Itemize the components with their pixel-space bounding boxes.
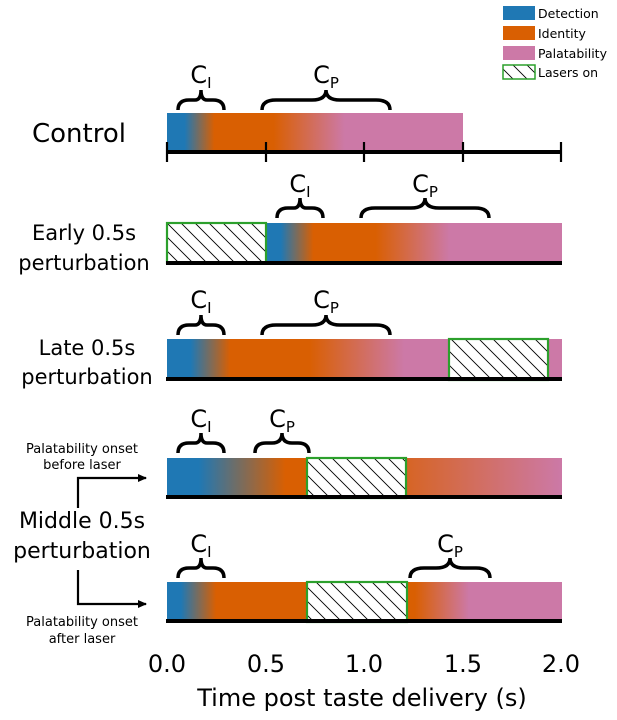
identity-brace <box>176 432 226 454</box>
legend-swatch-palatability <box>503 46 535 60</box>
row-late-perturbation: Late 0.5s perturbation CI CP <box>21 286 562 389</box>
legend-swatch-identity <box>503 26 535 40</box>
axis-tick-label: 2.0 <box>542 650 580 678</box>
identity-brace <box>275 197 325 219</box>
palatability-brace <box>408 557 492 579</box>
palatability-brace-label: CP <box>313 286 339 317</box>
legend-label-lasers-on: Lasers on <box>538 65 598 80</box>
legend-swatch-detection <box>503 6 535 20</box>
palatability-brace-label: CP <box>313 61 339 92</box>
arrow-to-before-row <box>76 474 147 508</box>
laser-block <box>165 221 268 265</box>
row-middle-onset-after-laser: CI CP <box>166 530 562 624</box>
condition-label-late-line1: Late 0.5s <box>39 336 136 360</box>
onset-after-laser-line2: after laser <box>49 632 116 647</box>
axis-title: Time post taste delivery (s) <box>196 684 526 712</box>
state-bar <box>167 113 463 151</box>
axis-tick-label: 1.5 <box>444 650 482 678</box>
onset-before-laser-line2: before laser <box>43 458 121 473</box>
onset-before-laser-line1: Palatability onset <box>26 442 138 457</box>
condition-label-middle-line1: Middle 0.5s <box>19 509 145 534</box>
legend-label-palatability: Palatability <box>538 46 608 61</box>
condition-label-control: Control <box>32 119 126 149</box>
legend: Detection Identity Palatability Lasers o… <box>502 6 608 80</box>
palatability-brace-label: CP <box>437 530 463 561</box>
condition-label-middle-line2: perturbation <box>13 539 151 564</box>
row-control: Control CI CP <box>32 61 563 162</box>
identity-brace-label: CI <box>190 530 211 561</box>
time-axis: 0.0 0.5 1.0 1.5 2.0 Time post taste deli… <box>148 650 580 712</box>
legend-item-identity: Identity <box>503 26 587 41</box>
identity-brace-label: CI <box>289 170 310 201</box>
identity-brace <box>176 557 226 579</box>
axis-tick-label: 0.0 <box>148 650 186 678</box>
state-bar-post-laser <box>407 582 562 620</box>
palatability-brace-label: CP <box>412 170 438 201</box>
condition-label-early-line1: Early 0.5s <box>32 221 136 245</box>
legend-item-lasers-on: Lasers on <box>502 64 598 80</box>
palatability-brace <box>253 432 311 454</box>
legend-item-detection: Detection <box>503 6 599 21</box>
identity-brace-label: CI <box>190 61 211 92</box>
laser-block <box>305 456 408 500</box>
axis-tick-label: 0.5 <box>247 650 285 678</box>
laser-block <box>447 337 550 382</box>
identity-brace <box>176 89 226 111</box>
legend-label-detection: Detection <box>538 6 599 21</box>
palatability-brace <box>260 314 392 336</box>
legend-label-identity: Identity <box>538 26 587 41</box>
state-bar <box>266 223 562 261</box>
middle-perturbation-labels: Middle 0.5s perturbation Palatability on… <box>13 442 151 647</box>
onset-after-laser-line1: Palatability onset <box>26 615 138 630</box>
palatability-brace-label: CP <box>269 405 295 436</box>
legend-swatch-lasers-on <box>502 64 536 80</box>
state-bar-pre-laser <box>167 582 307 620</box>
identity-brace-label: CI <box>190 286 211 317</box>
arrow-to-after-row <box>76 570 147 608</box>
identity-brace-label: CI <box>190 405 211 436</box>
timeline-axis <box>165 142 563 162</box>
palatability-brace <box>359 197 491 219</box>
laser-block <box>305 580 409 624</box>
legend-item-palatability: Palatability <box>503 46 608 61</box>
row-early-perturbation: Early 0.5s perturbation CI CP <box>18 170 562 275</box>
palatability-brace <box>260 89 392 111</box>
condition-label-early-line2: perturbation <box>18 251 150 275</box>
condition-label-late-line2: perturbation <box>21 365 153 389</box>
row-middle-onset-before-laser: CI CP <box>166 405 562 500</box>
axis-tick-label: 1.0 <box>345 650 383 678</box>
identity-brace <box>176 314 226 336</box>
